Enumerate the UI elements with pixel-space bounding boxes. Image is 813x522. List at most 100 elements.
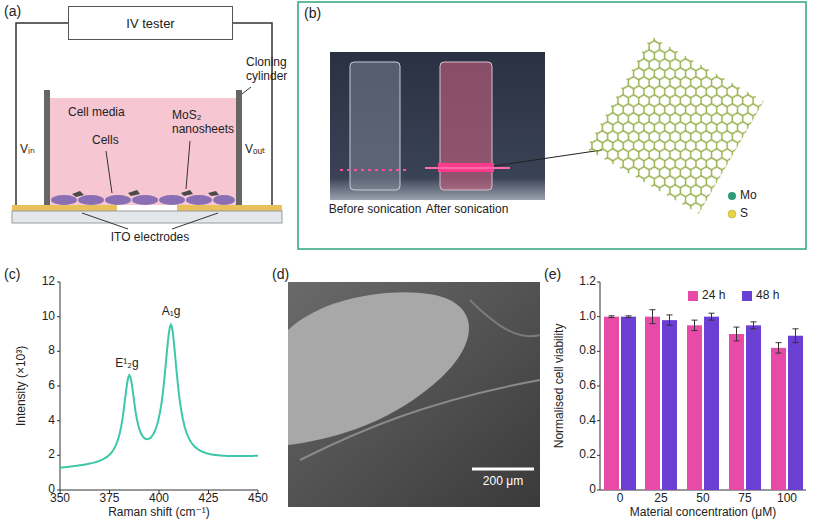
tick bbox=[597, 490, 600, 491]
plot-layer bbox=[57, 282, 803, 493]
axis-label: 0.8 bbox=[579, 344, 596, 358]
nanosheet bbox=[128, 190, 140, 196]
tick bbox=[57, 420, 60, 421]
legend-swatch bbox=[742, 291, 752, 301]
bar bbox=[771, 348, 786, 490]
laser-beam bbox=[425, 167, 510, 169]
axis-label: 0 bbox=[589, 483, 596, 497]
bar bbox=[704, 317, 719, 490]
cell bbox=[186, 195, 212, 205]
error-bar bbox=[626, 317, 632, 318]
mos2-lattice bbox=[586, 36, 764, 214]
axis-label: 1.2 bbox=[579, 275, 596, 289]
axis-label: 375 bbox=[99, 492, 119, 506]
panel-frame bbox=[298, 2, 806, 249]
atom-label: Mo bbox=[740, 189, 757, 203]
axis-label: 200 μm bbox=[483, 475, 523, 489]
axis-label: Raman shift (cm⁻¹) bbox=[108, 506, 210, 520]
error-bar bbox=[736, 327, 737, 341]
signal-name: Vᵢₙ bbox=[20, 143, 35, 157]
error-bar bbox=[694, 320, 695, 330]
bar bbox=[645, 317, 660, 490]
error-bar bbox=[793, 328, 799, 329]
glass-substrate bbox=[12, 211, 282, 223]
cell bbox=[132, 195, 158, 205]
wire bbox=[233, 23, 272, 205]
tick bbox=[57, 455, 60, 456]
bar bbox=[621, 317, 636, 490]
signal-name: Vₒᵤₜ bbox=[245, 143, 266, 157]
photo-caption: After sonication bbox=[426, 203, 509, 217]
error-bar bbox=[609, 317, 615, 318]
error-bar bbox=[776, 342, 782, 343]
axis-label: Material concentration (μM) bbox=[630, 506, 776, 520]
error-bar bbox=[778, 343, 779, 353]
axis-label: 425 bbox=[198, 492, 218, 506]
panel-letter: (b) bbox=[304, 5, 321, 21]
tick bbox=[57, 282, 60, 283]
photo-caption: Before sonication bbox=[329, 203, 422, 217]
axis-label: A₁g bbox=[162, 305, 181, 319]
tick bbox=[597, 282, 600, 283]
axis-label: 450 bbox=[248, 492, 268, 506]
cell bbox=[105, 195, 131, 205]
sem-image bbox=[288, 282, 540, 507]
axis-label: 0.6 bbox=[579, 379, 596, 393]
error-bar bbox=[692, 330, 698, 331]
error-bar bbox=[609, 315, 615, 316]
axis-label: E¹₂g bbox=[115, 357, 138, 371]
leader-line bbox=[82, 213, 128, 229]
tick bbox=[597, 386, 600, 387]
tick bbox=[597, 316, 600, 317]
bar bbox=[746, 325, 761, 490]
axis-label: 75 bbox=[738, 492, 751, 506]
legend-swatch bbox=[688, 291, 698, 301]
tick bbox=[57, 351, 60, 352]
tick bbox=[57, 386, 60, 387]
axis-label: 0.4 bbox=[579, 414, 596, 428]
leader-line bbox=[186, 141, 190, 189]
legend-label: 48 h bbox=[756, 289, 779, 303]
error-bar bbox=[793, 342, 799, 343]
box-label: IV tester bbox=[126, 16, 174, 31]
error-bar bbox=[751, 328, 757, 329]
part-label: Cloning cylinder bbox=[246, 56, 298, 84]
cell bbox=[213, 195, 235, 205]
ito-electrode bbox=[177, 205, 282, 211]
part-label: ITO electrodes bbox=[111, 231, 189, 245]
nanosheet bbox=[208, 191, 219, 196]
cell bbox=[51, 195, 77, 205]
tick bbox=[597, 351, 600, 352]
leader-line bbox=[242, 87, 251, 94]
error-bar bbox=[626, 315, 632, 316]
sem-flake bbox=[288, 292, 469, 445]
part-label: MoS₂ nanosheets bbox=[172, 109, 232, 137]
panel-letter: (e) bbox=[544, 266, 561, 282]
atom-label: S bbox=[740, 207, 748, 221]
cell bbox=[159, 195, 185, 205]
cloning-cylinder-wall bbox=[236, 90, 242, 205]
axis-label: 8 bbox=[48, 344, 55, 358]
error-bar bbox=[751, 321, 757, 322]
axis-label: Normalised cell viability bbox=[553, 324, 567, 449]
error-bar bbox=[734, 327, 740, 328]
bar bbox=[662, 320, 677, 490]
bar bbox=[729, 334, 744, 490]
cloning-cylinder-wall bbox=[44, 90, 50, 205]
error-bar bbox=[711, 313, 712, 320]
axis-label: 6 bbox=[48, 379, 55, 393]
axis-label: 0.2 bbox=[579, 448, 596, 462]
error-bar bbox=[795, 329, 796, 343]
axis-label: 50 bbox=[696, 492, 709, 506]
axis-label: 4 bbox=[48, 414, 55, 428]
instrument-box: IV tester bbox=[68, 6, 233, 40]
axis-label: 12 bbox=[42, 275, 55, 289]
pointer-line bbox=[494, 150, 602, 166]
ito-electrode bbox=[12, 205, 117, 211]
axis-label: 1.0 bbox=[579, 310, 596, 324]
bar bbox=[687, 325, 702, 490]
axis-label: 400 bbox=[149, 492, 169, 506]
honeycomb bbox=[586, 36, 764, 214]
error-bar bbox=[709, 320, 715, 321]
